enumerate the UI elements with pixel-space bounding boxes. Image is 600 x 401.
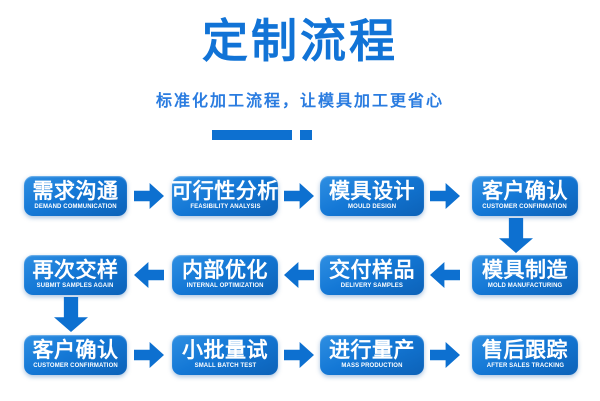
title-underline-bar	[212, 130, 292, 140]
step-title-zh: 交付样品	[329, 258, 415, 282]
title-underline-square	[300, 130, 312, 140]
step-subtitle-en: INTERNAL OPTIMIZATION	[186, 282, 264, 289]
step-title-zh: 售后跟踪	[482, 338, 568, 362]
step-title-zh: 模具设计	[329, 179, 415, 203]
step-subtitle-en: DELIVERY SAMPLES	[340, 282, 404, 289]
arrow-right-icon	[430, 342, 460, 368]
arrow-left-icon	[430, 262, 460, 288]
step-title-zh: 模具制造	[482, 258, 568, 282]
flow-step-customer-confirmation-1: 客户确认 CUSTOMER CONFIRMATION	[472, 176, 578, 216]
flow-step-mould-design: 模具设计 MOULD DESIGN	[320, 176, 424, 216]
flow-step-submit-samples-again: 再次交样 SUBMIT SAMPLES AGAIN	[24, 255, 127, 295]
flow-step-delivery-samples: 交付样品 DELIVERY SAMPLES	[320, 255, 424, 295]
step-title-zh: 小批量试	[182, 338, 268, 362]
step-subtitle-en: MOULD DESIGN	[347, 203, 397, 210]
arrow-right-icon	[430, 183, 460, 209]
step-title-zh: 可行性分析	[171, 179, 279, 203]
flow-step-after-sales-tracking: 售后跟踪 AFTER SALES TRACKING	[472, 335, 578, 375]
page-subtitle: 标准化加工流程，让模具加工更省心	[155, 93, 444, 110]
flow-step-internal-optimization: 内部优化 INTERNAL OPTIMIZATION	[172, 255, 278, 295]
arrow-left-icon	[284, 262, 314, 288]
step-subtitle-en: CUSTOMER CONFIRMATION	[482, 203, 568, 210]
step-title-zh: 客户确认	[482, 179, 568, 203]
flow-step-mold-manufacturing: 模具制造 MOLD MANUFACTURING	[472, 255, 578, 295]
flow-step-demand-communication: 需求沟通 DEMAND COMMUNICATION	[24, 176, 127, 216]
step-subtitle-en: DEMAND COMMUNICATION	[34, 203, 117, 210]
flow-step-mass-production: 进行量产 MASS PRODUCTION	[320, 335, 424, 375]
flow-step-small-batch-test: 小批量试 SMALL BATCH TEST	[172, 335, 278, 375]
arrow-right-icon	[134, 183, 164, 209]
arrow-down-icon	[54, 297, 88, 332]
step-subtitle-en: FEASIBILITY ANALYSIS	[189, 203, 261, 210]
step-subtitle-en: CUSTOMER CONFIRMATION	[33, 362, 118, 369]
flow-step-feasibility-analysis: 可行性分析 FEASIBILITY ANALYSIS	[171, 176, 279, 216]
step-subtitle-en: MOLD MANUFACTURING	[487, 282, 563, 289]
step-title-zh: 客户确认	[32, 338, 119, 362]
step-title-zh: 再次交样	[32, 258, 119, 282]
step-subtitle-en: SUBMIT SAMPLES AGAIN	[37, 282, 114, 289]
step-title-zh: 内部优化	[182, 258, 268, 282]
step-subtitle-en: SMALL BATCH TEST	[194, 362, 256, 369]
page-title: 定制流程	[202, 15, 398, 67]
step-subtitle-en: MASS PRODUCTION	[341, 362, 403, 369]
arrow-right-icon	[284, 183, 314, 209]
arrow-left-icon	[134, 262, 164, 288]
step-title-zh: 需求沟通	[32, 179, 119, 203]
step-subtitle-en: AFTER SALES TRACKING	[486, 362, 564, 369]
arrow-right-icon	[134, 342, 164, 368]
flow-step-customer-confirmation-2: 客户确认 CUSTOMER CONFIRMATION	[24, 335, 127, 375]
arrow-down-icon	[499, 218, 533, 253]
step-title-zh: 进行量产	[329, 338, 415, 362]
arrow-right-icon	[284, 342, 314, 368]
